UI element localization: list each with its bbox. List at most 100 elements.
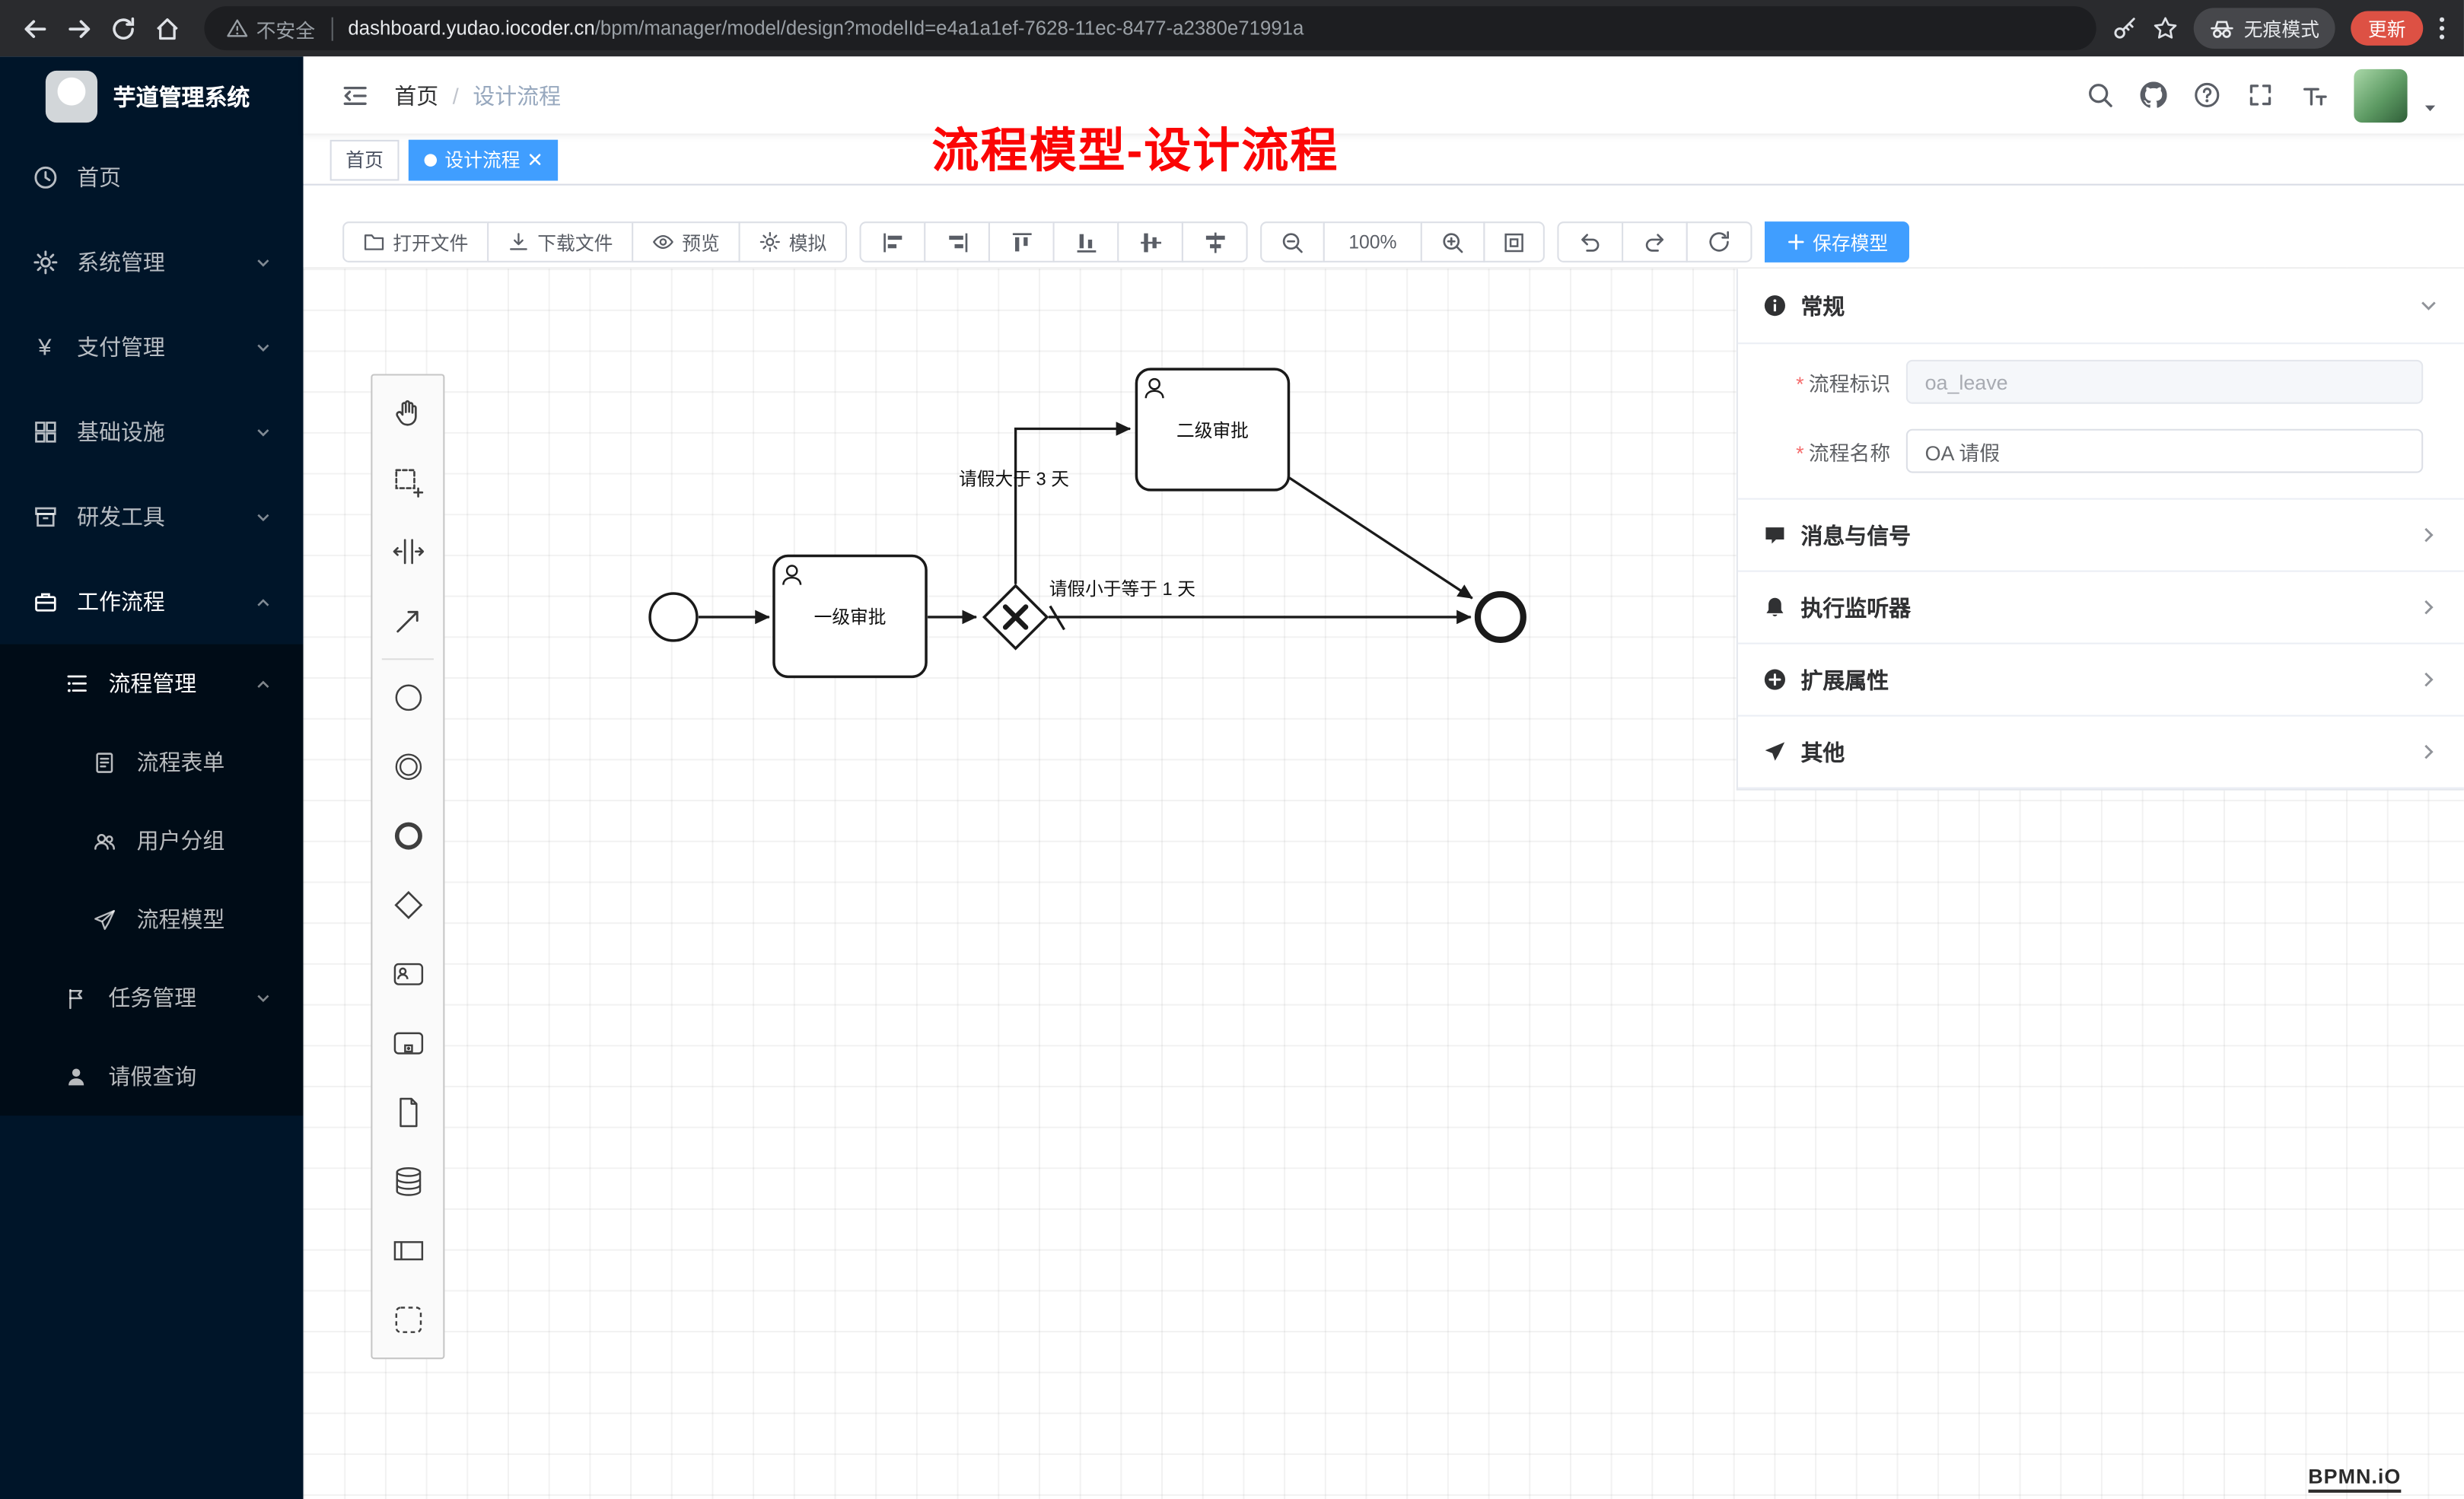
palette-space-tool[interactable]: [372, 517, 443, 586]
sidebar-item-devtools[interactable]: 研发工具: [0, 475, 304, 560]
restart-button[interactable]: [1686, 221, 1752, 263]
palette-create-start-event[interactable]: [372, 663, 443, 732]
process-name-input[interactable]: [1905, 428, 2424, 473]
preview-button[interactable]: 预览: [632, 221, 740, 263]
github-icon[interactable]: [2140, 81, 2167, 108]
palette-lasso-tool[interactable]: [372, 448, 443, 517]
incognito-spy-icon: [2211, 21, 2233, 38]
chrome-update-button[interactable]: 更新: [2351, 11, 2424, 46]
align-right-button[interactable]: [924, 221, 991, 263]
bookmark-star-icon[interactable]: [2153, 16, 2178, 41]
sidebar-item-process-management[interactable]: 流程管理: [0, 644, 304, 723]
align-bottom-icon: [1076, 233, 1096, 252]
align-left-button[interactable]: [859, 221, 926, 263]
search-icon[interactable]: [2087, 81, 2113, 108]
palette-create-user-task[interactable]: [372, 940, 443, 1009]
sidebar-item-leave-query[interactable]: 请假查询: [0, 1037, 304, 1115]
zoom-in-button[interactable]: [1420, 221, 1485, 263]
process-key-input[interactable]: [1905, 359, 2424, 404]
sidebar-item-infrastructure[interactable]: 基础设施: [0, 390, 304, 475]
palette-create-intermediate-event[interactable]: [372, 732, 443, 801]
address-bar[interactable]: 不安全 dashboard.yudao.iocoder.cn/bpm/manag…: [204, 6, 2096, 51]
download-file-button[interactable]: 下载文件: [487, 221, 634, 263]
flow-task2-to-end[interactable]: [1288, 476, 1473, 600]
align-top-button[interactable]: [988, 221, 1055, 263]
sidebar-item-process-model[interactable]: 流程模型: [0, 880, 304, 958]
app-logo[interactable]: 芋道管理系统: [0, 56, 304, 135]
align-bottom-button[interactable]: [1052, 221, 1119, 263]
redo-button[interactable]: [1622, 221, 1688, 263]
end-event[interactable]: [1474, 590, 1526, 643]
exclusive-gateway[interactable]: [982, 584, 1049, 651]
breadcrumb-home[interactable]: 首页: [394, 82, 439, 108]
user-task-first-approval[interactable]: 一级审批: [772, 554, 928, 679]
tab-close-icon[interactable]: [528, 152, 543, 167]
bpmn-canvas[interactable]: 一级审批 请假大于 3 天: [303, 267, 2464, 1499]
password-key-icon[interactable]: [2112, 16, 2137, 41]
undo-button[interactable]: [1557, 221, 1624, 263]
intermediate-event-icon: [394, 753, 422, 780]
palette-create-gateway[interactable]: [372, 870, 443, 940]
start-event[interactable]: [648, 592, 699, 642]
browser-forward-button[interactable]: [56, 6, 100, 50]
tab-home[interactable]: 首页: [329, 138, 400, 180]
zoom-out-icon: [1282, 232, 1303, 253]
align-center-button[interactable]: [1182, 221, 1248, 263]
palette-create-data-store[interactable]: [372, 1147, 443, 1216]
zoom-out-button[interactable]: [1260, 221, 1325, 263]
section-extended-attributes[interactable]: 扩展属性: [1737, 644, 2464, 717]
default-flow-marker: [1049, 605, 1065, 631]
user-task-second-approval[interactable]: 二级审批: [1135, 368, 1291, 492]
browser-home-button[interactable]: [145, 6, 189, 50]
chevron-down-icon: [255, 989, 272, 1007]
subprocess-icon: [393, 1032, 423, 1055]
section-other[interactable]: 其他: [1737, 717, 2464, 789]
section-general[interactable]: 常规: [1737, 269, 2464, 345]
properties-panel: 常规 *流程标识 *流程名称: [1736, 269, 2464, 791]
file-button-group: 打开文件 下载文件 预览 模拟: [342, 221, 848, 263]
align-middle-button[interactable]: [1117, 221, 1184, 263]
sidebar-item-payment[interactable]: ¥ 支付管理: [0, 305, 304, 390]
frame-icon: [1504, 232, 1523, 252]
palette-create-data-object[interactable]: [372, 1078, 443, 1147]
sidebar-item-workflow[interactable]: 工作流程: [0, 559, 304, 644]
section-message-signal[interactable]: 消息与信号: [1737, 500, 2464, 572]
browser-menu-kebab-icon[interactable]: [2439, 16, 2445, 41]
bpmn-io-logo[interactable]: BPMN.iO: [2308, 1465, 2402, 1493]
sidebar-item-system[interactable]: 系统管理: [0, 220, 304, 305]
reset-view-button[interactable]: [1483, 221, 1546, 263]
palette-global-connect-tool[interactable]: [372, 586, 443, 655]
simulate-button[interactable]: 模拟: [738, 221, 848, 263]
section-label: 消息与信号: [1800, 522, 1912, 548]
palette-create-subprocess[interactable]: [372, 1009, 443, 1078]
sidebar-item-process-form[interactable]: 流程表单: [0, 723, 304, 801]
fullscreen-icon[interactable]: [2247, 81, 2274, 108]
browser-back-button[interactable]: [13, 6, 57, 50]
sidebar-collapse-button[interactable]: [341, 81, 369, 109]
palette-create-group[interactable]: [372, 1285, 443, 1354]
font-size-icon[interactable]: [2300, 81, 2327, 108]
tab-design-process[interactable]: 设计流程: [408, 138, 559, 180]
open-file-button[interactable]: 打开文件: [342, 221, 489, 263]
palette-create-end-event[interactable]: [372, 801, 443, 870]
section-execution-listener[interactable]: 执行监听器: [1737, 572, 2464, 644]
list-tree-icon: [63, 671, 90, 696]
lasso-tool-icon: [394, 469, 423, 498]
palette-hand-tool[interactable]: [372, 379, 443, 448]
not-secure-indicator[interactable]: 不安全: [226, 14, 315, 43]
sidebar-item-home[interactable]: 首页: [0, 135, 304, 221]
palette-create-participant[interactable]: [372, 1216, 443, 1285]
breadcrumb: 首页 / 设计流程: [394, 79, 561, 110]
sidebar-item-task-management[interactable]: 任务管理: [0, 959, 304, 1037]
browser-reload-button[interactable]: [100, 6, 145, 50]
flow-gateway-to-task2[interactable]: [1014, 422, 1132, 584]
sidebar-item-user-group[interactable]: 用户分组: [0, 801, 304, 880]
save-model-button[interactable]: 保存模型: [1765, 221, 1910, 263]
start-event-icon: [394, 684, 422, 711]
avatar-caret-down-icon[interactable]: [2421, 99, 2439, 116]
user-avatar[interactable]: [2354, 68, 2408, 123]
help-icon[interactable]: [2194, 81, 2220, 108]
save-model-label: 保存模型: [1813, 231, 1889, 254]
warning-icon: [227, 19, 248, 37]
